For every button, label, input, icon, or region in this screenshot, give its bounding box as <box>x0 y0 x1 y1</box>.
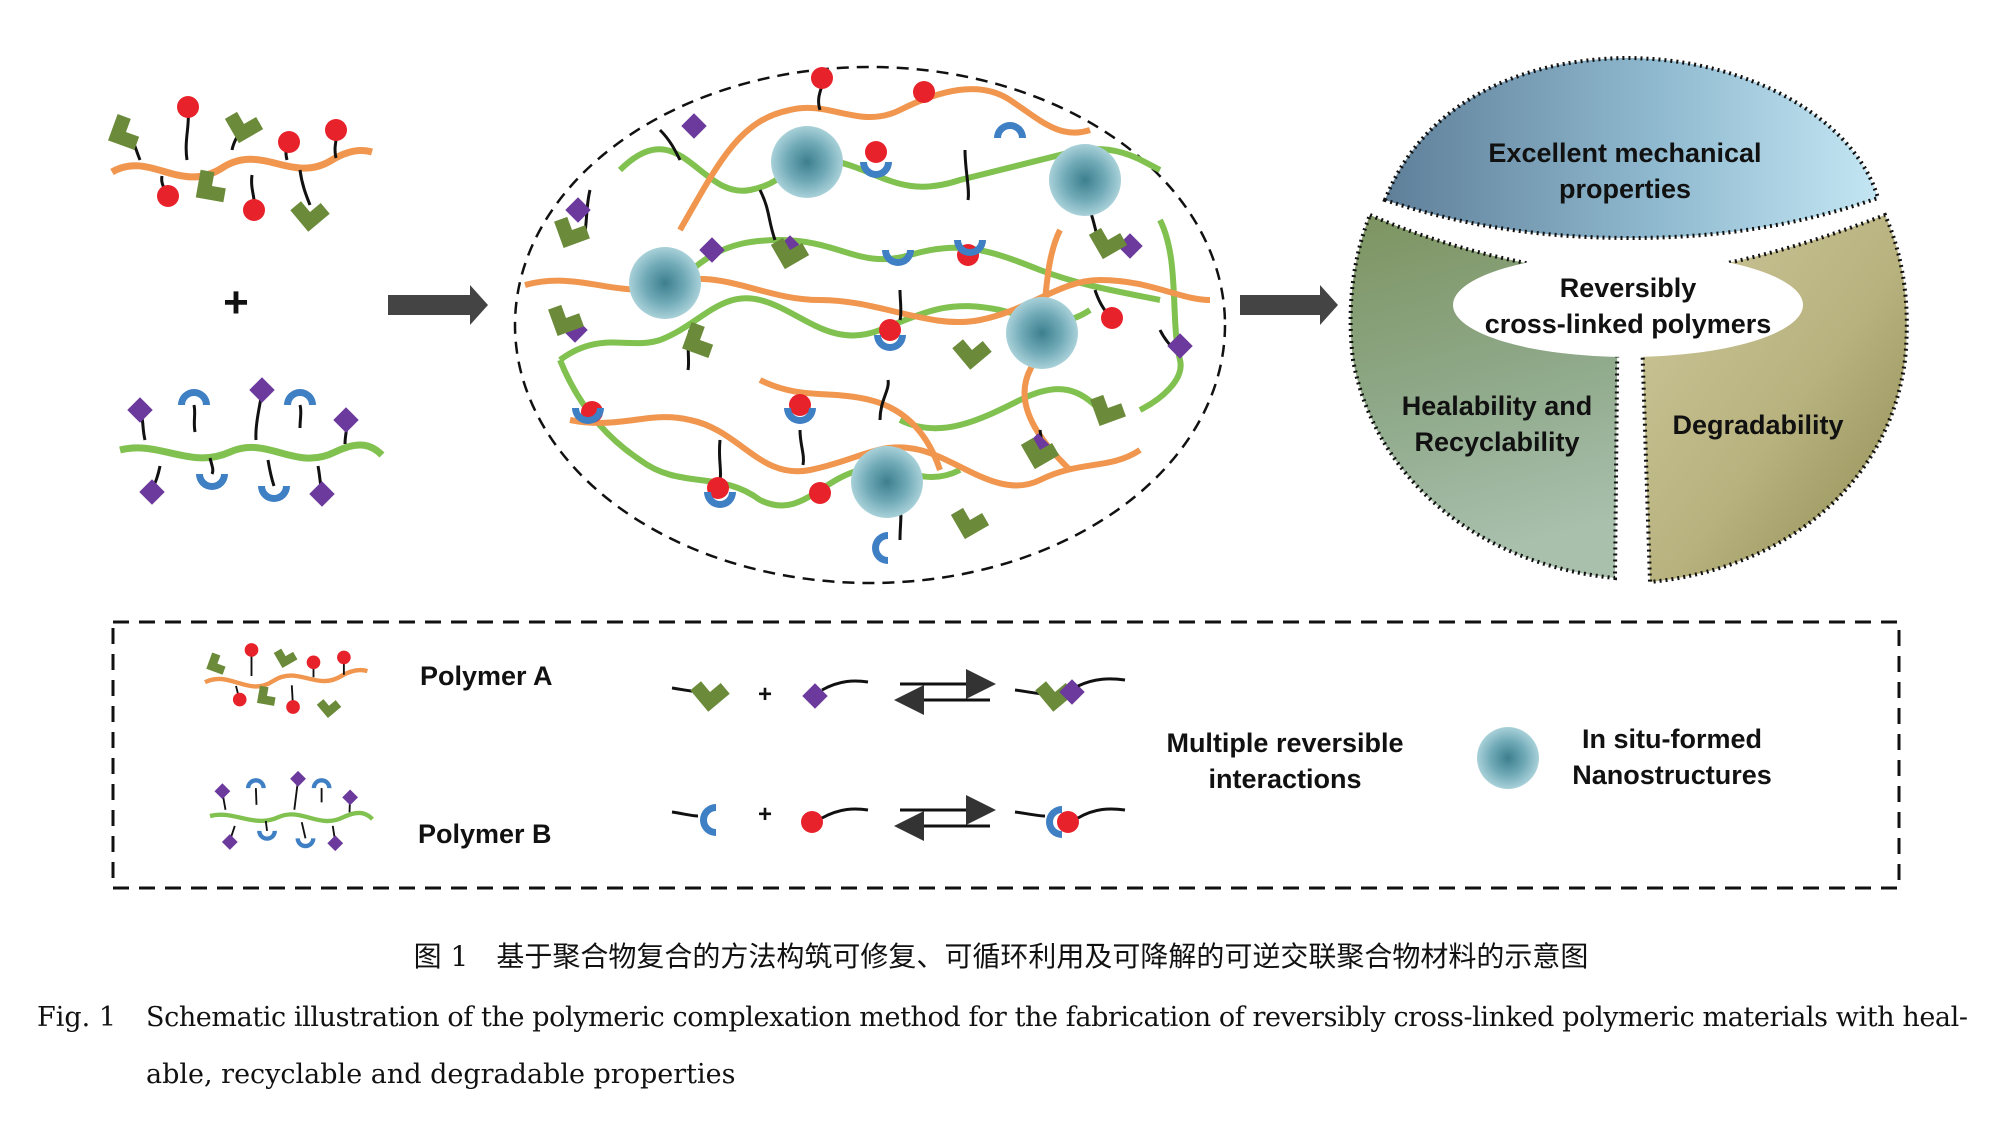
legend-polymer-b-icon <box>209 770 374 852</box>
nanoparticle-icon <box>1477 727 1539 789</box>
center-oval <box>1453 253 1803 357</box>
equilibrium-arrows-icon <box>894 795 996 841</box>
legend-polymer-a-icon <box>204 643 369 718</box>
equilibrium-arrows-icon <box>894 669 996 715</box>
label-mechanical-line2: properties <box>1559 174 1691 204</box>
legend-interactions-line2: interactions <box>1208 764 1361 794</box>
arrow-right-icon <box>1240 285 1338 325</box>
legend-plus: + <box>758 801 772 828</box>
label-center-line1: Reversibly <box>1560 273 1697 303</box>
legend-plus: + <box>758 681 772 708</box>
legend-box: Polymer A Polymer B + <box>111 620 1901 890</box>
legend-polymer-b-label: Polymer B <box>418 819 552 849</box>
legend-nano-line1: In situ-formed <box>1582 724 1762 754</box>
arrow-right-icon <box>388 285 488 325</box>
crosslinked-network-illustration <box>513 65 1227 585</box>
plus-sign: + <box>223 278 249 327</box>
legend-interactions-line1: Multiple reversible <box>1166 728 1403 758</box>
interaction-host-guest-row: + <box>671 795 1126 841</box>
label-mechanical-line1: Excellent mechanical <box>1488 138 1761 168</box>
polymer-b-illustration <box>119 377 385 507</box>
caption-chinese: 图 1 基于聚合物复合的方法构筑可修复、可循环利用及可降解的可逆交联聚合物材料的… <box>414 940 1589 973</box>
label-healability-line2: Recyclability <box>1414 427 1579 457</box>
caption-english-line2: able, recyclable and degradable properti… <box>146 1059 735 1090</box>
petal-mechanical <box>1382 55 1881 241</box>
legend-polymer-a-label: Polymer A <box>420 661 553 691</box>
caption-english-prefix: Fig. 1 <box>37 1002 116 1033</box>
interaction-lock-key-row: + <box>671 669 1126 715</box>
label-healability-line1: Healability and <box>1402 391 1593 421</box>
polymer-a-illustration <box>108 96 373 232</box>
property-pie-diagram: Excellent mechanical properties Reversib… <box>1348 55 1909 585</box>
caption-english-line1: Schematic illustration of the polymeric … <box>146 1002 1968 1033</box>
label-center-line2: cross-linked polymers <box>1485 309 1772 339</box>
legend-nano-line2: Nanostructures <box>1572 760 1772 790</box>
label-degradability: Degradability <box>1672 410 1843 440</box>
